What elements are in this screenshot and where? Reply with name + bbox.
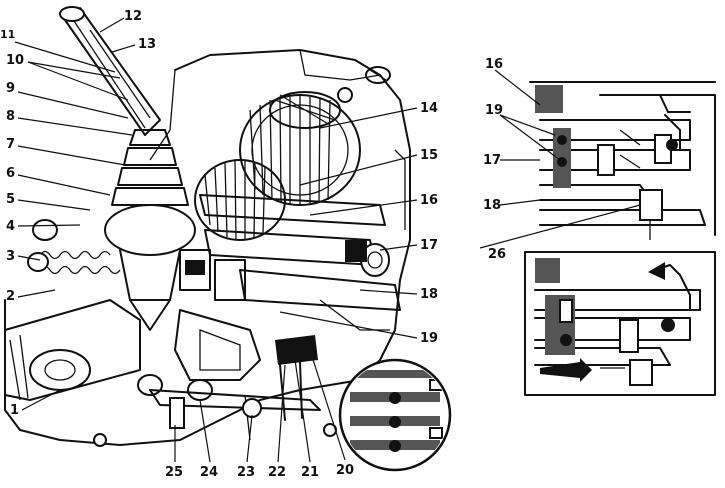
callout-17: 17 — [420, 238, 438, 253]
callout-14: 14 — [420, 101, 438, 116]
callout-2: 2 — [6, 289, 15, 304]
callout-9: 9 — [6, 81, 15, 96]
top-inset-leaders — [479, 69, 641, 249]
callout-13: 13 — [138, 37, 156, 52]
main-leader-lines — [14, 17, 418, 463]
callout-1: 1 — [10, 403, 19, 418]
callout-3: 3 — [6, 249, 15, 264]
main-drawing — [4, 6, 452, 472]
callout-5: 5 — [6, 192, 15, 207]
inset-callout-17: 17 — [483, 153, 501, 168]
inset-callout-26: 26 — [488, 247, 506, 262]
callout-15: 15 — [420, 148, 438, 163]
callout-24: 24 — [200, 465, 218, 480]
callout-7: 7 — [6, 137, 15, 152]
callout-12: 12 — [124, 9, 142, 24]
callout-4: 4 — [6, 219, 15, 234]
callout-22: 22 — [268, 465, 286, 480]
callout-19: 19 — [420, 331, 438, 346]
top-inset-diagram — [529, 80, 720, 240]
top-inset-callouts: 16 19 17 18 26 — [483, 57, 506, 262]
bottom-inset-diagram — [524, 251, 716, 396]
detent-magnifier — [338, 358, 452, 472]
main-callouts: 12 13 11 10 9 8 7 6 5 4 3 2 1 14 15 16 1… — [0, 9, 438, 480]
inset-callout-18: 18 — [483, 198, 501, 213]
inset-callout-16: 16 — [485, 57, 503, 72]
callout-20: 20 — [336, 463, 354, 478]
callout-23: 23 — [237, 465, 255, 480]
callout-18: 18 — [420, 287, 438, 302]
callout-16: 16 — [420, 193, 438, 208]
lever-boot — [111, 129, 189, 206]
callout-25: 25 — [165, 465, 183, 480]
gear-teeth — [249, 96, 331, 205]
callout-6: 6 — [6, 166, 15, 181]
callout-21: 21 — [301, 465, 319, 480]
callout-10: 10 — [6, 53, 24, 68]
callout-11: 11 — [0, 28, 15, 41]
callout-8: 8 — [6, 109, 15, 124]
inset-callout-19: 19 — [485, 103, 503, 118]
